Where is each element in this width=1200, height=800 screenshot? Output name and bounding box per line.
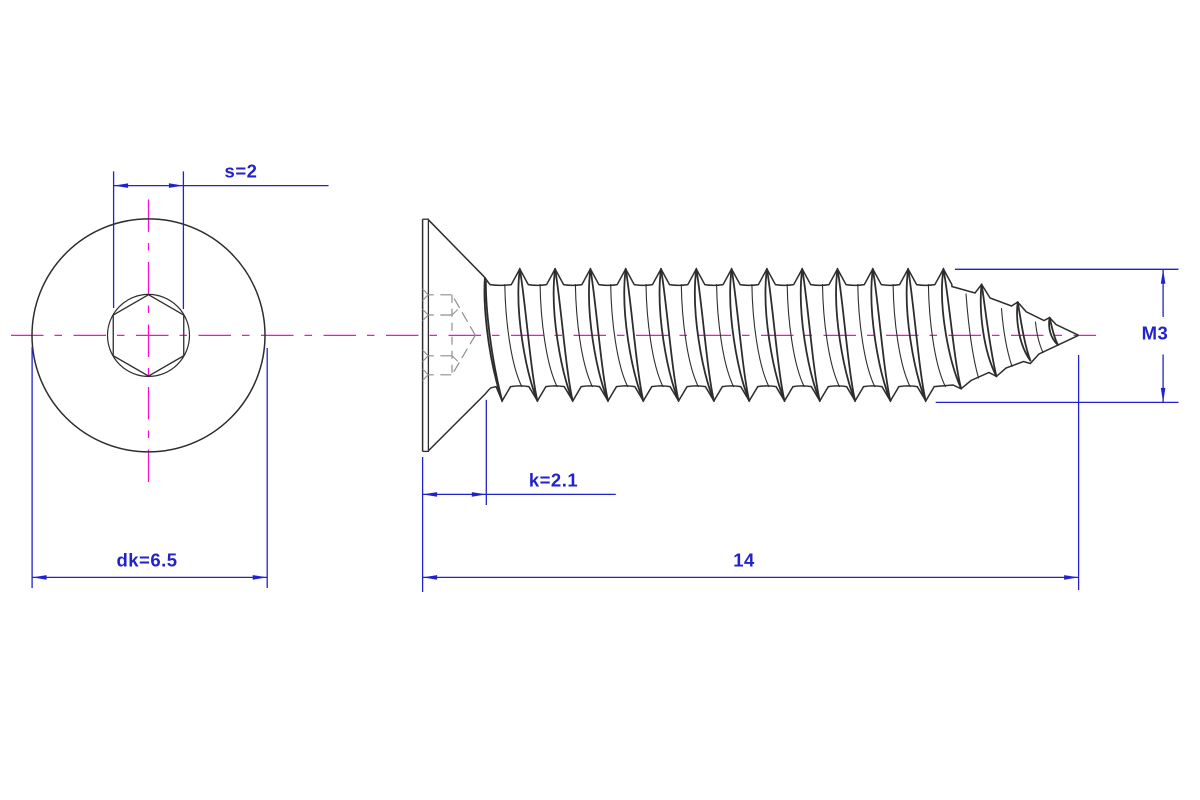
svg-text:14: 14 xyxy=(733,549,755,570)
svg-text:dk=6.5: dk=6.5 xyxy=(116,550,177,571)
svg-text:M3: M3 xyxy=(1142,322,1169,343)
svg-text:s=2: s=2 xyxy=(225,161,258,182)
svg-text:k=2.1: k=2.1 xyxy=(529,470,578,491)
